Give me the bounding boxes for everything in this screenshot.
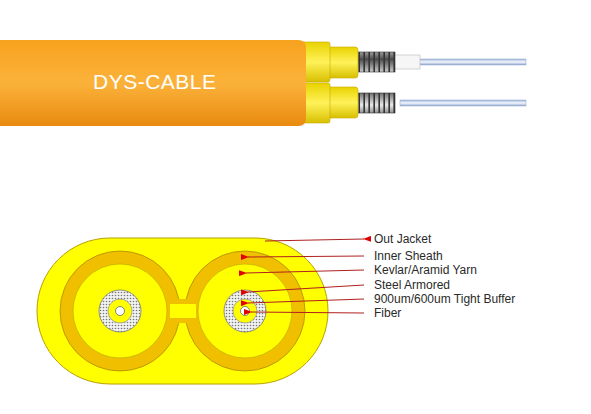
part-label: Fiber <box>374 306 401 320</box>
part-label: 900um/600um Tight Buffer <box>374 292 515 306</box>
part-label: Out Jacket <box>374 232 431 246</box>
part-label: Kevlar/Aramid Yarn <box>374 263 477 277</box>
part-label: Inner Sheath <box>374 249 443 263</box>
part-label: Steel Armored <box>374 278 450 292</box>
brand-text: DYS-CABLE <box>93 70 217 94</box>
